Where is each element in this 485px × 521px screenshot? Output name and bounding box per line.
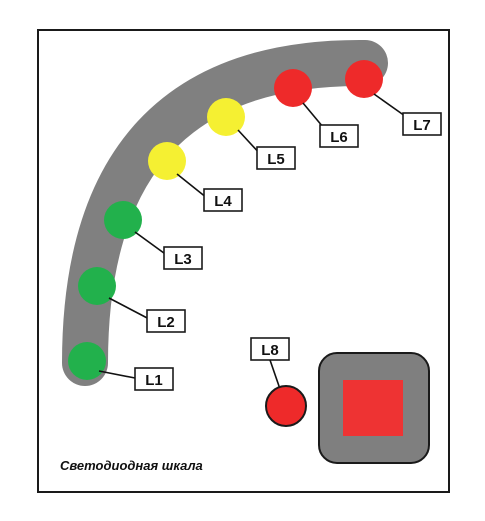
led-5-label: L5	[267, 151, 285, 168]
led-4-label: L4	[214, 193, 232, 210]
diagram-caption: Светодиодная шкала	[60, 458, 203, 473]
led-4-lamp	[148, 142, 186, 180]
led-1-label: L1	[145, 372, 163, 389]
led-7-label: L7	[413, 117, 431, 134]
push-button-face[interactable]	[343, 380, 403, 436]
led-6-label: L6	[330, 129, 348, 146]
push-button[interactable]	[319, 353, 429, 463]
indicator-label: L8	[261, 342, 279, 359]
indicator-lamp	[266, 386, 306, 426]
led-1-lamp	[68, 342, 106, 380]
led-2-label: L2	[157, 314, 175, 331]
led-7-lamp	[345, 60, 383, 98]
led-6-lamp	[274, 69, 312, 107]
led-3-label: L3	[174, 251, 192, 268]
